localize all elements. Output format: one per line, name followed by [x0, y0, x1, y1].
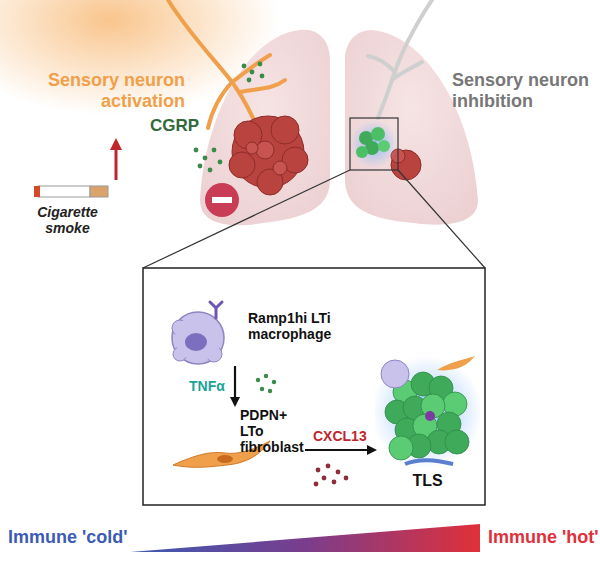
cgrp-dots	[194, 62, 265, 173]
cxcl13-dots	[332, 480, 337, 485]
lung-lobes	[200, 30, 330, 225]
cgrp-dots	[198, 164, 203, 169]
signal-arrow	[305, 449, 375, 451]
activated-nerve	[208, 82, 232, 128]
cgrp-dots	[218, 160, 223, 165]
small-tls	[356, 146, 368, 158]
increase-arrow	[110, 138, 122, 180]
cgrp-dots	[242, 64, 247, 69]
cgrp-dots	[250, 70, 255, 75]
increase-arrow	[110, 138, 122, 150]
inhibited-nerve	[378, 0, 432, 118]
tumor	[229, 116, 308, 195]
tnf-dots	[264, 374, 268, 378]
tls-illustration	[375, 356, 480, 468]
inhibition-sign	[212, 197, 232, 203]
cigarette	[34, 186, 108, 197]
immune-gradient	[130, 524, 480, 552]
cgrp-dots	[194, 148, 199, 153]
cgrp-dots	[212, 148, 217, 153]
tnf-dots	[256, 374, 276, 393]
inset-box	[143, 268, 485, 505]
macrophage-illustration	[172, 312, 224, 364]
tnf-dots	[260, 387, 264, 391]
zoom-frame	[350, 118, 398, 170]
cxcl13-dots	[316, 468, 321, 473]
neuron-state-label: Sensory neuron activation	[5, 70, 185, 111]
small-tls	[378, 140, 390, 152]
tnf-dots	[256, 378, 260, 382]
cigarette	[38, 186, 90, 197]
tumor	[256, 141, 274, 159]
cgrp-dots	[203, 156, 208, 161]
tumor	[273, 161, 287, 175]
tumor	[271, 116, 299, 144]
tumor	[229, 152, 255, 178]
cgrp-dots	[260, 74, 265, 79]
scale-end-label: Immune 'cold'	[8, 527, 138, 548]
cigarette	[90, 186, 108, 197]
cgrp-dots	[247, 78, 252, 83]
cgrp-dots	[208, 168, 213, 173]
cxcl13-dots	[336, 470, 341, 475]
cxcl13-dots	[314, 464, 349, 487]
inhibition-sign	[205, 183, 239, 217]
small-tls	[350, 120, 398, 168]
tls-illustration	[381, 360, 409, 388]
cell-label: Ramp1hi LTi macrophage	[248, 310, 348, 342]
cxcl13-dots	[314, 482, 319, 487]
immune-gradient	[130, 524, 480, 552]
macrophage-node: Ramp1hi LTi macrophage	[160, 298, 350, 366]
zoom-frame	[398, 170, 485, 268]
macrophage-illustration	[175, 315, 221, 361]
inset-box	[143, 268, 485, 505]
small-tls	[371, 127, 385, 141]
lung-lobes	[200, 30, 478, 225]
tls-illustration	[405, 460, 453, 464]
tls-illustration	[425, 411, 435, 421]
stimulus-label: Cigarette smoke	[30, 204, 105, 236]
cigarette	[34, 186, 40, 197]
signal-label: CXCL13	[313, 428, 367, 444]
tls-node: TLS	[375, 352, 480, 497]
tls-illustration	[445, 430, 469, 454]
mediator-label: CGRP	[150, 116, 210, 136]
activated-nerve	[240, 80, 285, 92]
scale-end-label: Immune 'hot'	[488, 527, 600, 548]
small-tls	[350, 120, 398, 168]
fibroblast-node: PDPN+ LTo fibroblast	[165, 405, 305, 495]
tnf-dots	[272, 380, 276, 384]
tls-illustration	[437, 356, 475, 370]
cxcl13-dots	[344, 476, 349, 481]
signal-arrow	[234, 366, 236, 405]
fibroblast-illustration	[217, 455, 233, 463]
tumor	[246, 142, 258, 154]
increase-arrow	[115, 148, 118, 180]
inhibited-nerve	[368, 0, 432, 118]
inhibited-nerve	[368, 56, 395, 72]
cxcl13-dots	[326, 464, 331, 469]
activated-nerve	[168, 0, 285, 128]
cgrp-dots	[258, 62, 263, 67]
cell-label: TLS	[375, 472, 480, 490]
lung-lobes	[345, 30, 478, 225]
signal-label: TNFα	[189, 378, 225, 394]
zoom-frame	[143, 170, 350, 268]
tls-illustration	[389, 436, 413, 460]
activated-nerve	[232, 55, 270, 82]
cell-label: PDPN+ LTo fibroblast	[240, 407, 306, 455]
cxcl13-dots	[322, 476, 327, 481]
tnf-dots	[268, 389, 272, 393]
neuron-state-label: Sensory neuron inhibition	[452, 70, 600, 111]
zoom-frame	[143, 118, 485, 268]
inhibition-sign	[205, 183, 239, 217]
macrophage-illustration	[185, 333, 207, 351]
macrophage-illustration	[210, 302, 222, 318]
